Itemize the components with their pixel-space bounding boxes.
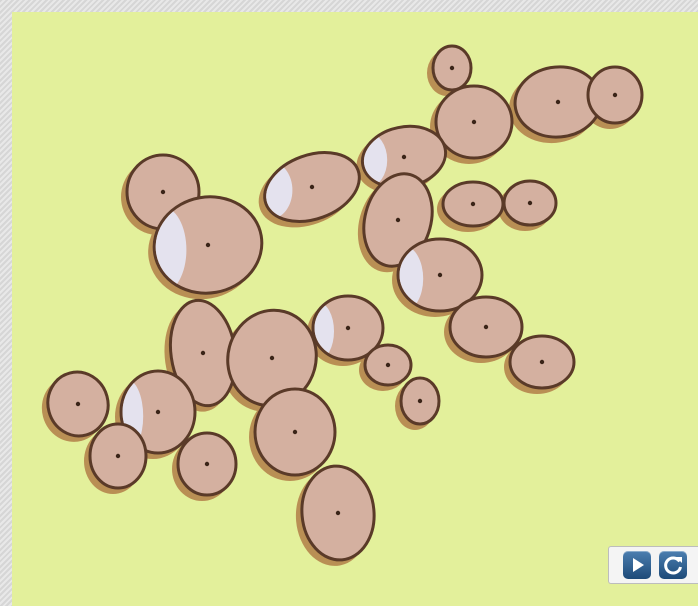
cell-nucleus (161, 190, 165, 194)
cell-nucleus (76, 402, 80, 406)
cell (255, 389, 335, 475)
cell-nucleus (336, 511, 340, 515)
play-icon (623, 551, 651, 579)
cell-nucleus (396, 218, 400, 222)
cell (510, 336, 574, 388)
cell-nucleus (402, 155, 406, 159)
cell-nucleus (418, 399, 422, 403)
cell-nucleus (613, 93, 617, 97)
cell-nucleus (450, 66, 454, 70)
cell-nucleus (156, 410, 160, 414)
cell-nucleus (293, 430, 297, 434)
cell-nucleus (206, 243, 210, 247)
cell (248, 140, 369, 234)
play-button[interactable] (623, 551, 651, 579)
cell-nucleus (528, 201, 532, 205)
refresh-icon (659, 551, 687, 579)
cell-nucleus (116, 454, 120, 458)
cell-nucleus (201, 351, 205, 355)
cell (365, 345, 411, 385)
cell-nucleus (346, 326, 350, 330)
cell-nucleus (205, 462, 209, 466)
cell-nucleus (386, 363, 390, 367)
cell (450, 297, 522, 357)
cell-nucleus (270, 356, 274, 360)
cell (433, 46, 471, 90)
cell (90, 424, 146, 488)
cell-nucleus (310, 185, 314, 189)
cell (436, 86, 512, 158)
cell-nucleus (556, 100, 560, 104)
cell (401, 378, 439, 424)
cell (588, 67, 642, 123)
cell-nucleus (471, 202, 475, 206)
playback-controls (608, 546, 698, 584)
cell (443, 182, 503, 226)
cell-nucleus (472, 120, 476, 124)
reset-button[interactable] (659, 551, 687, 579)
cell (504, 181, 556, 225)
cell (178, 433, 236, 495)
cell-nucleus (540, 360, 544, 364)
cell-nucleus (484, 325, 488, 329)
cell-nucleus (438, 273, 442, 277)
